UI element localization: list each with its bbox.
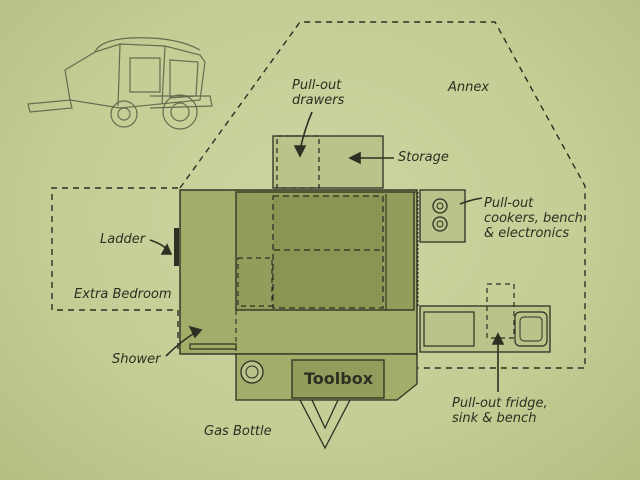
shower-label: Shower bbox=[112, 352, 161, 367]
toolbox-label: Toolbox bbox=[304, 369, 374, 388]
storage-box bbox=[272, 135, 384, 189]
bed-outline bbox=[272, 195, 384, 309]
gas-bottle-label: Gas Bottle bbox=[204, 424, 272, 439]
ladder-label: Ladder bbox=[100, 232, 146, 247]
pull-out-fridge-label: Pull-out fridge, sink & bench bbox=[452, 396, 548, 426]
annex-outline bbox=[179, 21, 586, 369]
storage-label: Storage bbox=[398, 150, 449, 165]
pull-out-drawers-label: Pull-out drawers bbox=[292, 78, 345, 108]
gas-bottle-icon bbox=[240, 360, 264, 384]
extra-bedroom-outline bbox=[51, 187, 178, 311]
cooker-burner-top-icon bbox=[432, 198, 448, 214]
trailer-sketch-icon bbox=[27, 37, 213, 130]
arrow-cookers bbox=[459, 197, 483, 205]
annex-label: Annex bbox=[448, 80, 490, 95]
sink-bench bbox=[419, 305, 551, 353]
shower-hose bbox=[189, 343, 237, 350]
storage-compartment-outline bbox=[237, 257, 273, 307]
pull-out-drawer-outline bbox=[276, 135, 320, 189]
cooker-unit bbox=[419, 189, 466, 243]
pull-out-cookers-label: Pull-out cookers, bench & electronics bbox=[484, 196, 583, 241]
drawbar bbox=[299, 399, 351, 450]
sink-icon bbox=[514, 311, 548, 347]
toolbox bbox=[291, 359, 385, 399]
cooker-burner-bottom-icon bbox=[432, 216, 448, 232]
ladder-rail bbox=[174, 228, 179, 266]
extra-bedroom-label: Extra Bedroom bbox=[74, 287, 172, 302]
